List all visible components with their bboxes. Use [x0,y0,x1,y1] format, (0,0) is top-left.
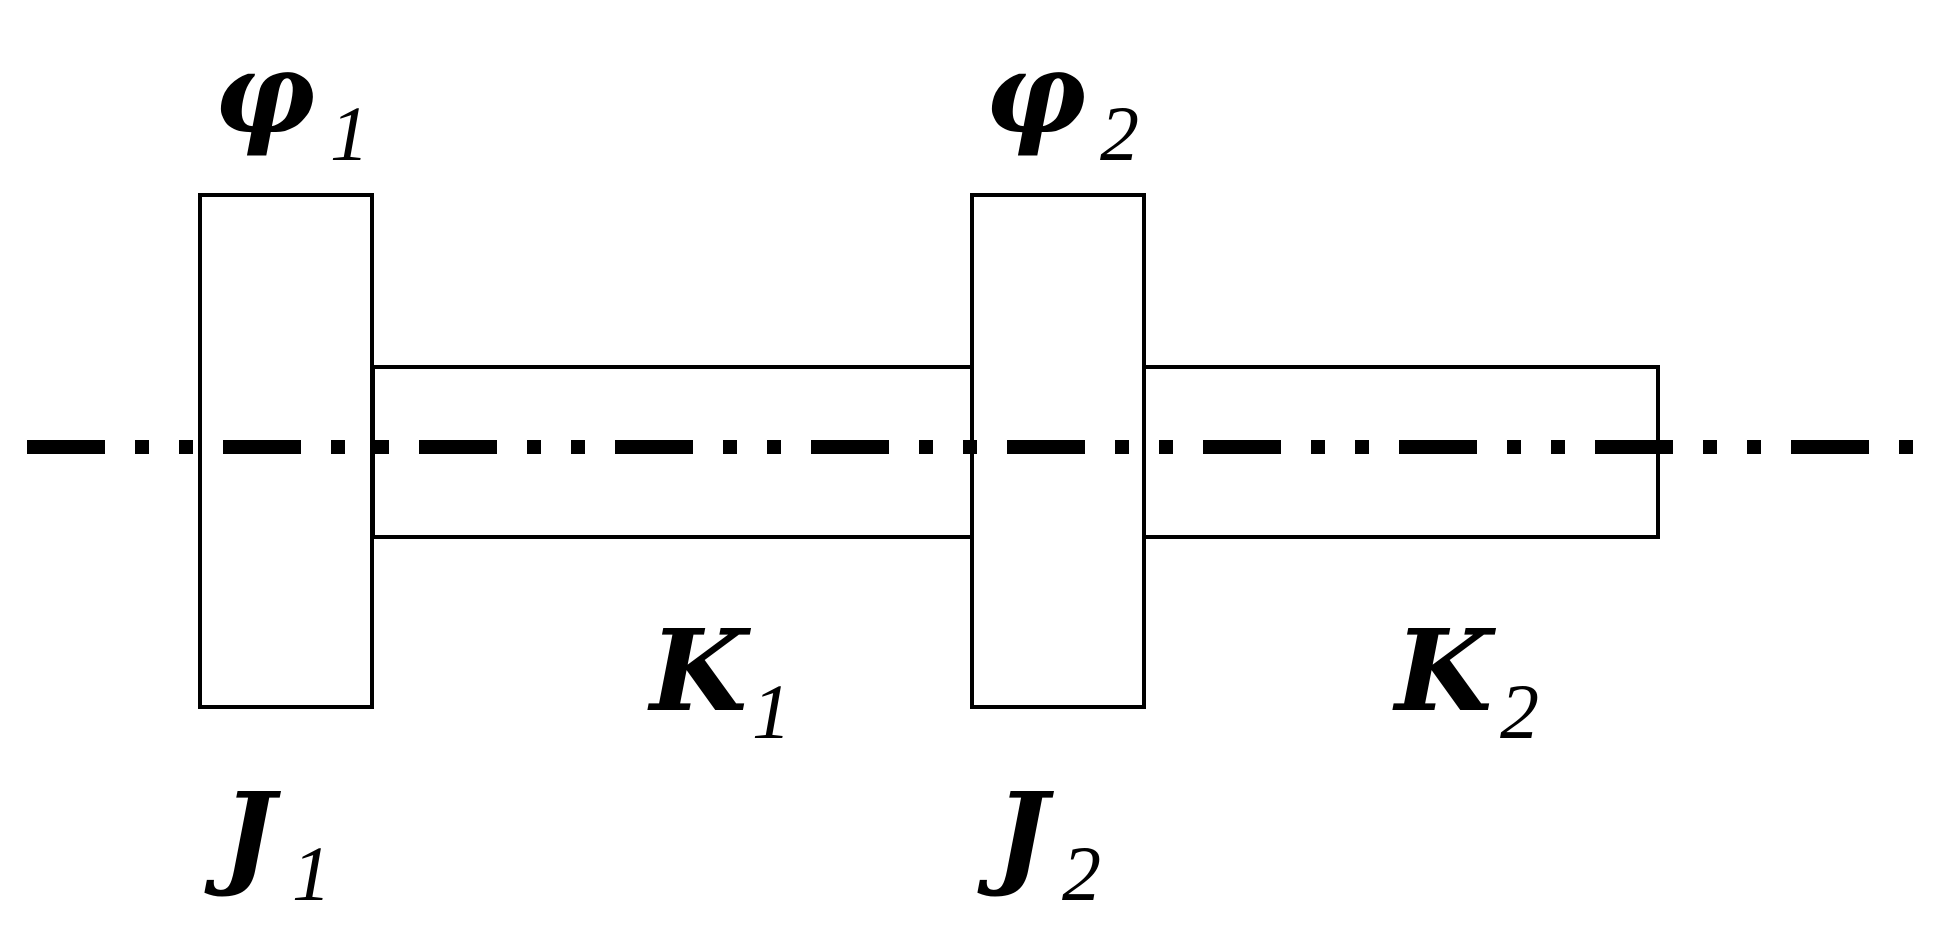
phi-2-label: φ 2 [985,28,1139,177]
k-2-label: K 2 [1392,606,1539,755]
phi-1-symbol: φ [214,28,315,159]
k-2-subscript: 2 [1500,668,1539,755]
phi-2-symbol: φ [985,28,1086,159]
j-1-symbol: J [204,769,282,900]
phi-1-subscript: 1 [330,90,369,177]
j-1-subscript: 1 [292,830,331,917]
j-2-symbol: J [977,769,1055,900]
k-1-label: K 1 [647,606,791,755]
phi-1-label: φ 1 [214,28,369,177]
k-1-subscript: 1 [752,668,791,755]
j-2-label: J 2 [977,769,1101,917]
k-1-symbol: K [647,606,752,737]
j-2-subscript: 2 [1062,830,1101,917]
k-2-symbol: K [1392,606,1497,737]
j-1-label: J 1 [204,769,331,917]
phi-2-subscript: 2 [1100,90,1139,177]
